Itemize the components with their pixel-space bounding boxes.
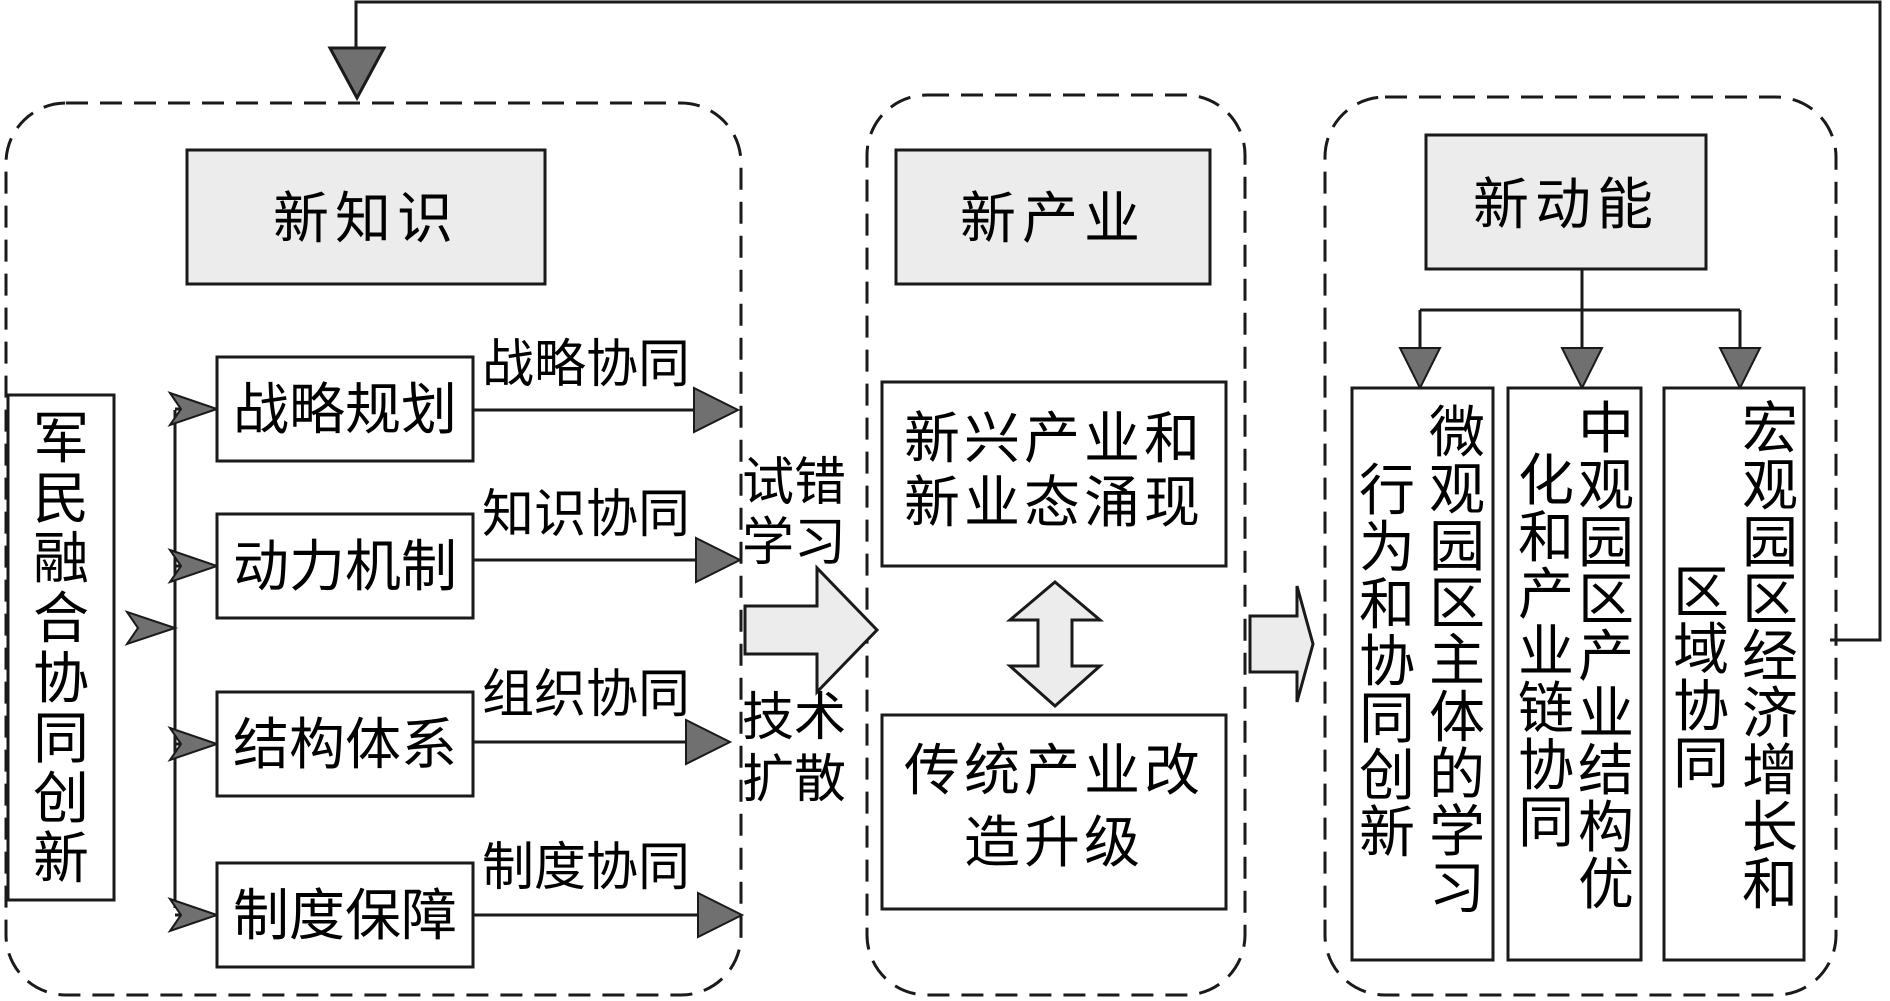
item-box <box>215 690 475 798</box>
double-arrow-industry <box>1005 580 1105 709</box>
trial-error-label-1: 试错 <box>742 453 846 513</box>
item-label: 结构体系 <box>233 713 457 778</box>
big-arrow-knowledge-to-industry <box>743 564 880 696</box>
feedback-loop-line <box>354 0 1882 642</box>
level-text-col-a: 行为和协同创新 <box>1359 459 1415 866</box>
emerging-industry-line-2: 新业态涌现 <box>904 471 1204 536</box>
branch-arrow-micro <box>1398 347 1442 391</box>
item-box <box>215 355 475 463</box>
level-text-col-a: 化和产业链协同 <box>1518 449 1574 856</box>
feedback-arrow-head <box>327 46 387 102</box>
collab-label: 知识协同 <box>482 485 690 545</box>
source-arrow-head <box>124 610 179 646</box>
collab-arrow-head <box>695 536 743 584</box>
item-box <box>215 861 475 969</box>
item-label: 战略规划 <box>233 378 457 443</box>
tech-diffusion-label-1: 技术 <box>742 688 846 748</box>
branch-arrow-macro <box>1718 347 1762 391</box>
emerging-industry-line-1: 新兴产业和 <box>904 407 1204 472</box>
trial-error-label-2: 学习 <box>742 513 846 573</box>
emerging-industry-box <box>880 380 1228 568</box>
meso-level-box <box>1506 386 1643 962</box>
item-label: 动力机制 <box>233 535 457 600</box>
item-label: 制度保障 <box>233 884 457 949</box>
item-box <box>215 512 475 620</box>
item-arrow-head <box>167 548 221 584</box>
collab-label: 组织协同 <box>482 665 690 725</box>
tech-diffusion-label-2: 扩散 <box>742 750 846 810</box>
new-knowledge-header-box <box>185 148 547 286</box>
level-text-col-b: 微观园区主体的学习 <box>1429 401 1485 922</box>
new-industry-header-box <box>894 148 1212 286</box>
collab-arrow-head <box>693 386 741 434</box>
right-panel <box>1323 95 1838 997</box>
new-industry-header: 新产业 <box>960 187 1146 252</box>
left-panel <box>4 101 743 997</box>
collab-label: 制度协同 <box>482 838 690 898</box>
collab-arrow-head <box>697 891 745 939</box>
collab-label: 战略协同 <box>482 335 690 395</box>
macro-level-box <box>1662 386 1806 962</box>
item-arrow-head <box>167 897 221 933</box>
collab-arrow-head <box>685 718 733 766</box>
source-label: 军民融合协同创新 <box>33 407 89 892</box>
new-momentum-header-box <box>1424 133 1708 271</box>
big-arrow-industry-to-momentum <box>1248 585 1315 703</box>
level-text-col-a: 区域协同 <box>1673 561 1729 797</box>
traditional-industry-line-2: 造升级 <box>964 811 1144 876</box>
traditional-industry-line-1: 传统产业改 <box>904 739 1204 804</box>
source-box <box>6 393 116 902</box>
item-arrow-head <box>167 726 221 762</box>
level-text-col-b: 宏观园区经济增长和 <box>1742 397 1798 918</box>
momentum-branch-lines <box>1418 269 1742 348</box>
branch-arrow-meso <box>1560 347 1604 391</box>
traditional-industry-box <box>880 713 1228 911</box>
item-arrow-head <box>167 391 221 427</box>
new-knowledge-header: 新知识 <box>273 187 459 252</box>
new-momentum-header: 新动能 <box>1473 173 1659 238</box>
level-text-col-b: 中观园区产业结构优 <box>1578 397 1634 918</box>
micro-level-box <box>1350 386 1495 962</box>
